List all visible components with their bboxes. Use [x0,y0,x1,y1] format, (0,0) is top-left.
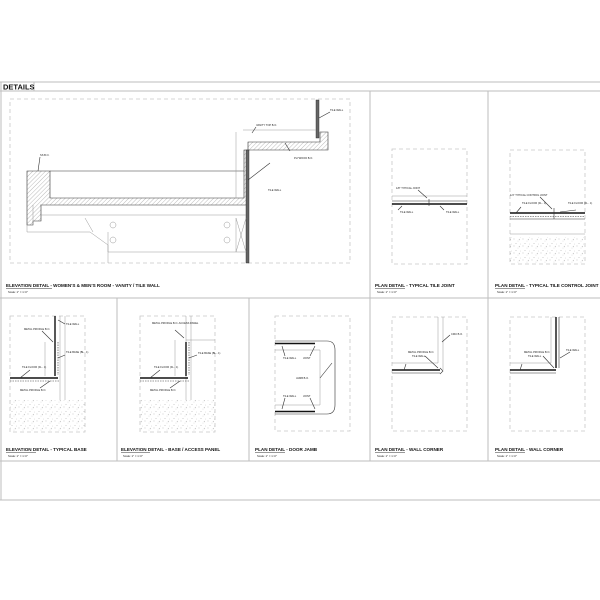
svg-text:CMU B.O.: CMU B.O. [451,332,463,336]
svg-text:Scale: 1" = 1'-0": Scale: 1" = 1'-0" [123,454,143,458]
svg-text:Scale: 1" = 1'-0": Scale: 1" = 1'-0" [377,454,397,458]
svg-text:TILE WALL: TILE WALL [446,210,460,214]
detail-scale: Scale: 1" = 1'-0" [8,290,28,294]
svg-text:METAL PROFILE B.O.: METAL PROFILE B.O. [20,388,46,392]
detail-vanity-tile-wall: VANITY TOP B.O. TILE WALL PLYWOOD B.O. T… [6,98,351,294]
detail-typical-tile-joint: 1/8" TYPICAL JOINT TILE WALL TILE WALL P… [375,148,468,294]
detail-title: PLAN DETAIL - WALL CORNER [495,447,564,452]
svg-text:TILE WALL: TILE WALL [400,210,414,214]
svg-text:METAL PROFILE B.O.: METAL PROFILE B.O. [408,350,434,354]
svg-text:TILE WALL: TILE WALL [566,348,580,352]
svg-text:METAL PROFILE B.O.: METAL PROFILE B.O. [524,350,550,354]
svg-text:JOINT: JOINT [303,356,311,360]
detail-title: PLAN DETAIL - DOOR JAMB [255,447,318,452]
detail-title: PLAN DETAIL - TYPICAL TILE JOINT [375,283,455,288]
svg-text:TILE WALL: TILE WALL [66,322,80,326]
svg-text:METAL PROFILE B.O. ACCESS PANE: METAL PROFILE B.O. ACCESS PANEL [152,321,199,325]
detail-title: ELEVATION DETAIL - BASE / ACCESS PANEL [121,447,220,452]
svg-text:TILE WALL: TILE WALL [268,188,282,192]
svg-text:TILE FLOOR (FL - 1): TILE FLOOR (FL - 1) [522,201,546,205]
detail-wall-corner-1: CMU B.O. METAL PROFILE B.O. TILE WALL PL… [375,316,468,458]
svg-text:1/4" TYPICAL CONTROL JOINT: 1/4" TYPICAL CONTROL JOINT [510,193,548,197]
svg-text:PLYWOOD B.O.: PLYWOOD B.O. [294,156,313,160]
svg-text:TILE FLOOR (FL - 1): TILE FLOOR (FL - 1) [154,365,178,369]
svg-text:TILE FLOOR (FL - 1): TILE FLOOR (FL - 1) [568,201,592,205]
detail-title: PLAN DETAIL - TYPICAL TILE CONTROL JOINT [495,283,599,288]
detail-typical-base: TILE WALL METAL PROFILE B.O. TILE BASE (… [6,315,89,458]
svg-text:JAMB B.O.: JAMB B.O. [296,376,309,380]
sheet-header: DETAILS [3,83,35,92]
svg-text:Scale: 1" = 1'-0": Scale: 1" = 1'-0" [8,454,28,458]
detail-door-jamb: TILE WALL JOINT JAMB B.O. TILE WALL JOIN… [255,315,351,458]
svg-text:TILE WALL: TILE WALL [283,356,297,360]
svg-text:TILE WALL: TILE WALL [528,354,542,358]
detail-title: ELEVATION DETAIL - WOMEN'S & MEN'S ROOM … [6,283,160,288]
svg-text:Scale: 1" = 1'-0": Scale: 1" = 1'-0" [497,290,517,294]
svg-text:TILE BASE (BL - 1): TILE BASE (BL - 1) [198,351,221,355]
svg-text:Scale: 1" = 1'-0": Scale: 1" = 1'-0" [377,290,397,294]
svg-text:METAL PROFILE B.O.: METAL PROFILE B.O. [150,388,176,392]
svg-text:TILE FLOOR (FL - 1): TILE FLOOR (FL - 1) [22,365,46,369]
svg-text:Scale: 1" = 1'-0": Scale: 1" = 1'-0" [497,454,517,458]
svg-text:TILE BASE (BL - 1): TILE BASE (BL - 1) [66,350,89,354]
svg-text:TILE WALL: TILE WALL [330,108,344,112]
detail-wall-corner-2: TILE WALL METAL PROFILE B.O. TILE WALL P… [495,316,586,458]
svg-text:TILE WALL: TILE WALL [283,394,297,398]
svg-text:METAL PROFILE B.O.: METAL PROFILE B.O. [24,327,50,331]
detail-tile-control-joint: 1/4" TYPICAL CONTROL JOINT TILE FLOOR (F… [495,149,599,294]
svg-text:SS B.O.: SS B.O. [40,153,50,157]
detail-base-access-panel: METAL PROFILE B.O. ACCESS PANEL TILE BAS… [121,315,221,458]
sheet-grid [0,81,600,501]
svg-text:TILE WALL: TILE WALL [412,354,426,358]
svg-text:JOINT: JOINT [303,394,311,398]
svg-text:VANITY TOP B.O.: VANITY TOP B.O. [256,123,277,127]
detail-title: ELEVATION DETAIL - TYPICAL BASE [6,447,87,452]
svg-text:1/8" TYPICAL JOINT: 1/8" TYPICAL JOINT [396,186,421,190]
svg-text:Scale: 1" = 1'-0": Scale: 1" = 1'-0" [257,454,277,458]
detail-title: PLAN DETAIL - WALL CORNER [375,447,444,452]
